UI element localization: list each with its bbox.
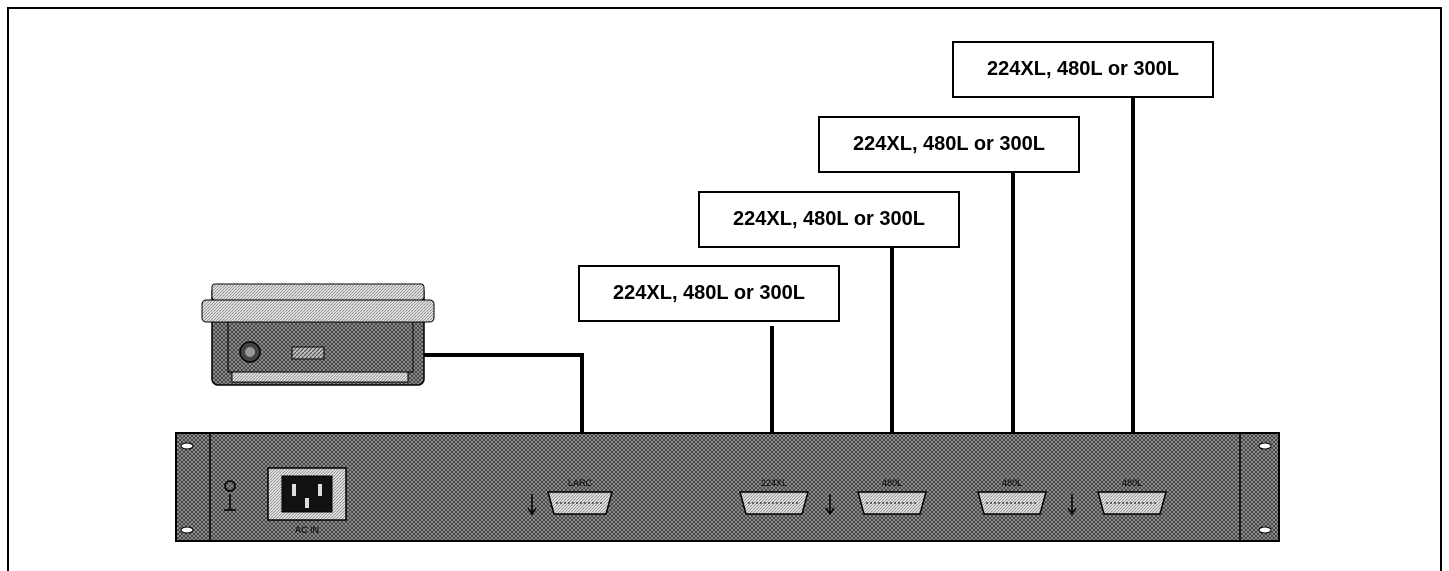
rack-mount-hole-icon xyxy=(1258,442,1272,450)
port-224xl: 224XL xyxy=(739,478,835,516)
port-480l-c: 480L xyxy=(1097,478,1167,515)
larc-remote-controller xyxy=(201,283,435,386)
device-label-box: 224XL, 480L or 300L xyxy=(698,191,960,248)
ac-power-inlet: AC IN xyxy=(267,467,347,535)
port-label: 480L xyxy=(1002,478,1022,488)
port-480l-b: 480L xyxy=(977,478,1077,516)
ac-in-label: AC IN xyxy=(295,525,319,535)
larc-connector-icon xyxy=(291,346,325,360)
port-label: LARC xyxy=(568,478,593,488)
diagram-frame xyxy=(7,7,1442,571)
rack-mount-hole-icon xyxy=(180,526,194,534)
device-label-box: 224XL, 480L or 300L xyxy=(952,41,1214,98)
port-arrow-icon xyxy=(1067,494,1077,516)
port-480l-a: 480L xyxy=(857,478,927,515)
port-arrow-icon xyxy=(527,494,537,516)
device-label-box: 224XL, 480L or 300L xyxy=(818,116,1080,173)
device-label-box: 224XL, 480L or 300L xyxy=(578,265,840,322)
rack-mount-hole-icon xyxy=(1258,526,1272,534)
port-label: 480L xyxy=(882,478,902,488)
port-label: 224XL xyxy=(761,478,787,488)
rack-mount-hole-icon xyxy=(180,442,194,450)
ground-icon xyxy=(224,480,236,511)
port-larc: LARC xyxy=(527,478,613,516)
port-label: 480L xyxy=(1122,478,1142,488)
rack-rear-panel: AC IN LARC 224XL 480L 480L xyxy=(175,432,1280,542)
port-arrow-icon xyxy=(825,494,835,516)
